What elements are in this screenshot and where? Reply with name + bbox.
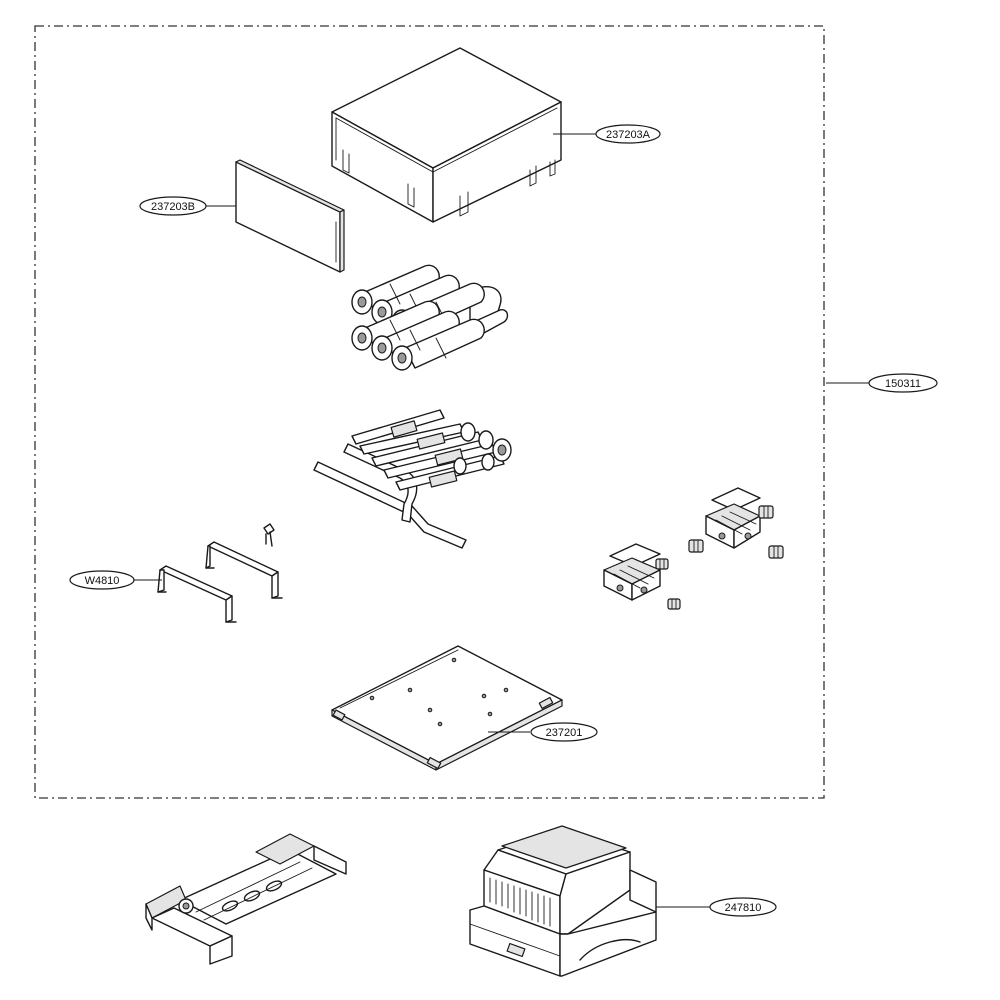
label-text-cover-top: 237203A bbox=[606, 129, 651, 141]
label-power-supply: 247810 bbox=[656, 897, 777, 917]
cable-gland-set[interactable] bbox=[655, 505, 784, 610]
clip-part[interactable] bbox=[263, 523, 275, 547]
label-assembly: 150311 bbox=[826, 373, 938, 393]
label-base-plate: 237201 bbox=[488, 722, 598, 742]
label-text-assembly: 150311 bbox=[885, 378, 921, 390]
assembly-frame bbox=[34, 25, 825, 799]
label-text-base-plate: 237201 bbox=[546, 727, 583, 739]
vent-slots bbox=[489, 877, 551, 927]
label-text-side-panel: 237203B bbox=[151, 201, 195, 213]
label-side-panel: 237203B bbox=[139, 196, 236, 216]
tube-assembly-part[interactable] bbox=[313, 409, 512, 549]
base-plate-part[interactable] bbox=[331, 645, 563, 771]
junction-box-b[interactable] bbox=[705, 487, 761, 549]
power-supply-part[interactable] bbox=[469, 825, 657, 977]
junction-box-a[interactable] bbox=[603, 543, 661, 601]
label-bracket: W4810 bbox=[69, 570, 162, 590]
label-cover-top: 237203A bbox=[553, 124, 661, 144]
label-text-power-supply: 247810 bbox=[725, 902, 762, 914]
label-text-bracket: W4810 bbox=[85, 575, 120, 587]
cylinder-array-part[interactable] bbox=[351, 264, 509, 371]
bracket-part-a[interactable] bbox=[205, 541, 283, 599]
bracket-part-b[interactable] bbox=[157, 565, 237, 623]
side-panel-part[interactable] bbox=[235, 159, 345, 273]
cover-top-part[interactable] bbox=[331, 47, 562, 223]
din-rail-holder-part[interactable] bbox=[145, 833, 347, 965]
